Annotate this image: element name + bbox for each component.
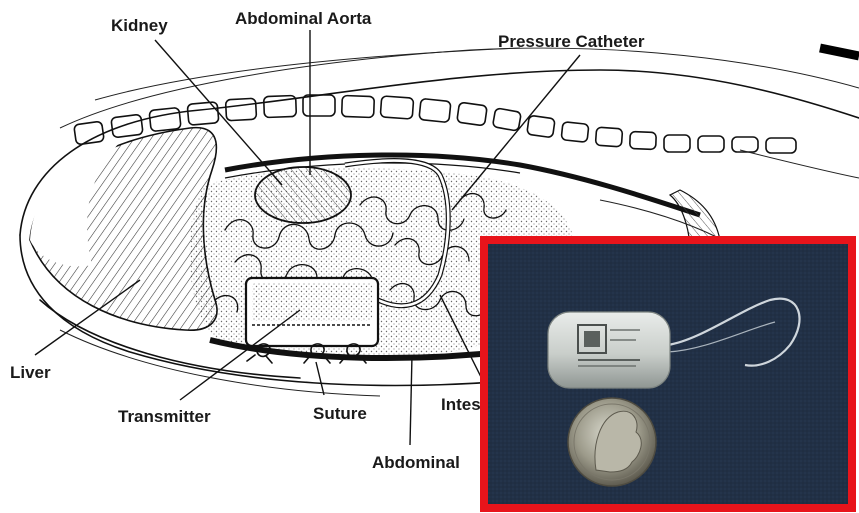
- device-photo-inset: [484, 240, 852, 508]
- label-transmitter: Transmitter: [118, 407, 211, 426]
- kidney: [255, 167, 351, 223]
- label-kidney: Kidney: [111, 16, 168, 35]
- corner-dash: [820, 48, 859, 56]
- photo-coin: [568, 398, 656, 486]
- tail-structure: [600, 150, 859, 250]
- label-abdominal-aorta: Abdominal Aorta: [235, 9, 372, 28]
- label-abdominal-wall: Abdominal: [372, 453, 460, 472]
- photo-transmitter-device: [548, 312, 670, 388]
- label-pressure-catheter: Pressure Catheter: [498, 32, 645, 51]
- label-intestine: Intes: [441, 395, 481, 414]
- label-suture: Suture: [313, 404, 367, 423]
- label-liver: Liver: [10, 363, 51, 382]
